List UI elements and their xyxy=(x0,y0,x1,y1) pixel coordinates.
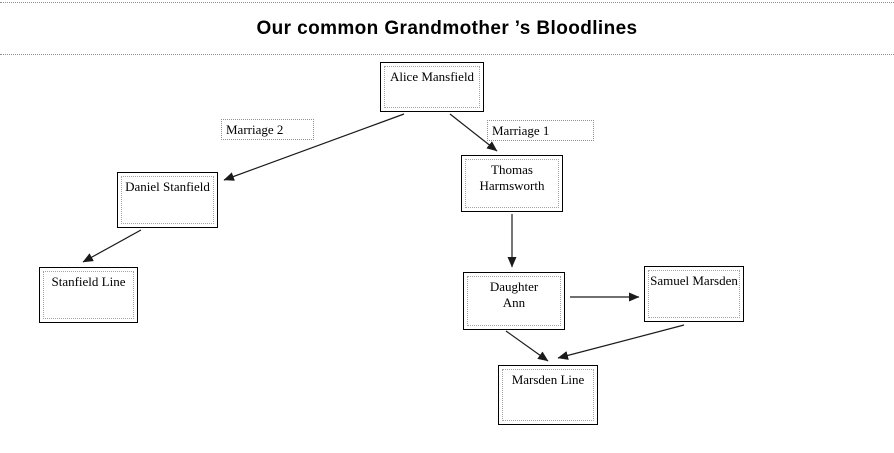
node-daughter-ann[interactable]: Daughter Ann xyxy=(463,272,565,330)
node-daniel-stanfield[interactable]: Daniel Stanfield xyxy=(117,172,218,228)
node-label: Alice Mansfield xyxy=(389,69,475,84)
node-stanfield-line[interactable]: Stanfield Line xyxy=(39,267,138,323)
title-band: Our common Grandmother ’s Bloodlines xyxy=(0,2,894,55)
node-inner-border: Marsden Line xyxy=(502,369,594,421)
node-label: Stanfield Line xyxy=(51,274,126,289)
edge-label-marriage-1[interactable]: Marriage 1 xyxy=(487,120,594,141)
node-thomas-harmsworth[interactable]: Thomas Harmsworth xyxy=(461,155,563,212)
edge-label-text: Marriage 2 xyxy=(226,121,284,137)
node-marsden-line[interactable]: Marsden Line xyxy=(498,365,598,425)
diagram-title: Our common Grandmother ’s Bloodlines xyxy=(256,17,638,39)
node-label: Daniel Stanfield xyxy=(125,179,210,194)
node-inner-border: Daniel Stanfield xyxy=(121,176,214,224)
edge-label-marriage-2[interactable]: Marriage 2 xyxy=(221,119,314,140)
node-label: Marsden Line xyxy=(511,372,585,387)
node-label: Daughter Ann xyxy=(489,279,539,310)
node-inner-border: Samuel Marsden xyxy=(648,270,740,318)
edge-samuel-to-marsden-line xyxy=(557,324,685,360)
node-samuel-marsden[interactable]: Samuel Marsden xyxy=(644,266,744,322)
node-inner-border: Daughter Ann xyxy=(467,276,561,326)
node-label: Samuel Marsden xyxy=(650,273,738,288)
node-inner-border: Thomas Harmsworth xyxy=(465,159,559,208)
edge-daughter-ann-to-marsden-line xyxy=(505,330,549,362)
node-inner-border: Alice Mansfield xyxy=(384,66,480,108)
node-inner-border: Stanfield Line xyxy=(43,271,134,319)
edge-daniel-to-stanfield-line xyxy=(82,229,142,263)
node-label: Thomas Harmsworth xyxy=(479,162,545,193)
node-alice-mansfield[interactable]: Alice Mansfield xyxy=(380,62,484,112)
edge-label-text: Marriage 1 xyxy=(492,122,550,138)
